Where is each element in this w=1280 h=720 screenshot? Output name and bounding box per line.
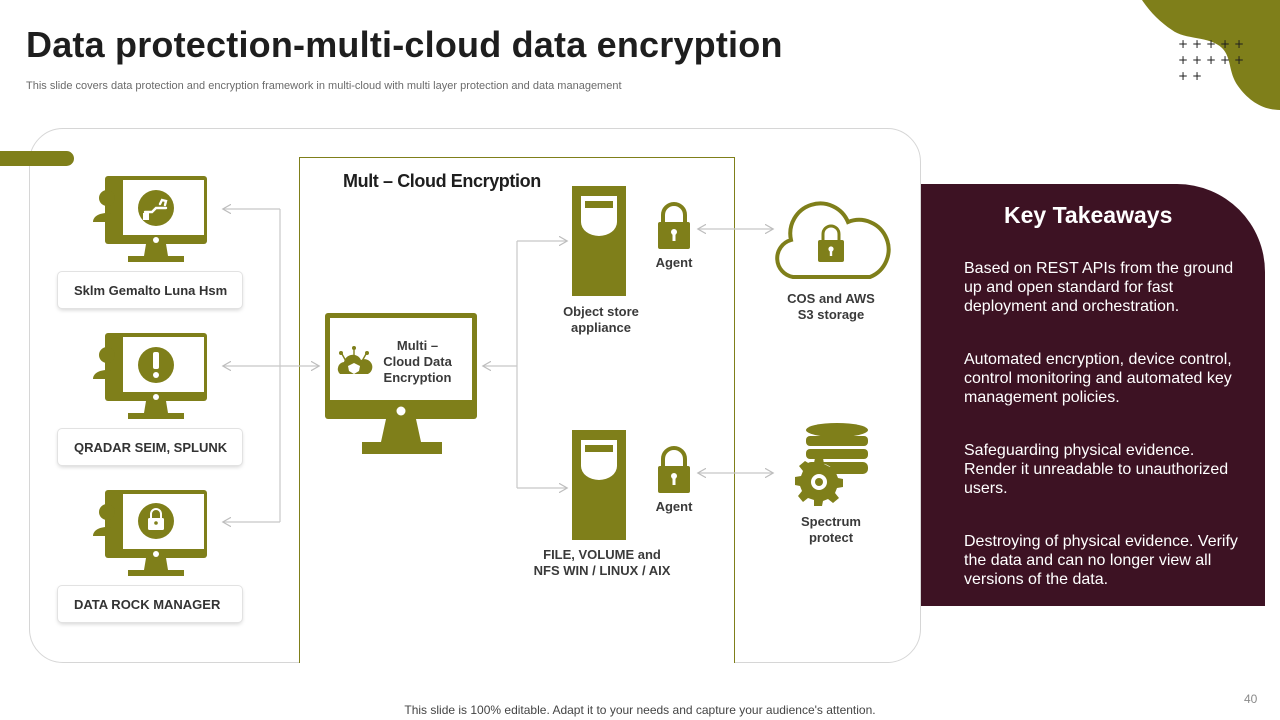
corner-decoration: + + + + + + + + + + + + xyxy=(1142,0,1280,110)
caption-line: NFS WIN / LINUX / AIX xyxy=(533,563,671,578)
appliance-connectors xyxy=(484,229,772,488)
client-label-siem: QRADAR SEIM, SPLUNK xyxy=(58,429,242,465)
caption-line: Object store xyxy=(563,304,639,319)
lock-icon xyxy=(138,503,174,539)
svg-text:+: + xyxy=(1178,37,1188,51)
agent-padlock-icon xyxy=(658,202,690,249)
agent-label: Agent xyxy=(655,499,693,514)
cos-aws-caption: COS and AWS S3 storage xyxy=(771,291,891,323)
multi-cloud-label: Multi – Cloud Data Encryption xyxy=(370,338,465,386)
caption-line: Spectrum xyxy=(801,514,861,529)
footer-note: This slide is 100% editable. Adapt it to… xyxy=(404,703,876,717)
object-store-server-icon xyxy=(572,186,626,296)
svg-text:+: + xyxy=(1234,53,1244,67)
agent-label: Agent xyxy=(655,255,693,270)
agent-padlock-icon xyxy=(658,446,690,493)
client-monitor-3 xyxy=(93,490,207,576)
hand-key-icon xyxy=(138,190,174,226)
svg-text:+: + xyxy=(1192,53,1202,67)
svg-text:+: + xyxy=(1220,53,1230,67)
slide-title: Data protection-multi-cloud data encrypt… xyxy=(26,24,783,65)
svg-text:+: + xyxy=(1192,69,1202,83)
object-store-caption: Object store appliance xyxy=(541,304,661,336)
takeaway-item: Automated encryption, device control, co… xyxy=(964,351,1232,406)
svg-text:+: + xyxy=(1206,37,1216,51)
svg-text:+: + xyxy=(1178,53,1188,67)
multi-cloud-label-line: Cloud Data xyxy=(383,354,452,369)
user-icon xyxy=(93,347,121,379)
file-volume-server-icon xyxy=(572,430,626,540)
file-volume-caption: FILE, VOLUME and NFS WIN / LINUX / AIX xyxy=(512,547,692,579)
client-label-hsm: Sklm Gemalto Luna Hsm xyxy=(58,272,242,308)
client-monitor-2 xyxy=(93,333,207,419)
page-number: 40 xyxy=(1244,692,1258,706)
multi-cloud-monitor xyxy=(325,313,477,454)
svg-text:+: + xyxy=(1192,37,1202,51)
multi-cloud-label-line: Multi – xyxy=(396,338,439,353)
multi-cloud-label-line: Encryption xyxy=(383,370,452,385)
key-takeaways-title: Key Takeaways xyxy=(1004,202,1173,228)
takeaway-item: Destroying of physical evidence. Verify … xyxy=(964,533,1238,588)
plus-pattern: + + + + + + + + + + + + xyxy=(1178,37,1244,83)
client-label-data-rock: DATA ROCK MANAGER xyxy=(58,586,242,622)
cloud-lock-icon xyxy=(775,201,891,279)
cloud-shield-icon xyxy=(337,346,373,374)
database-gear-icon xyxy=(795,423,868,506)
svg-text:+: + xyxy=(1206,53,1216,67)
spectrum-caption: Spectrum protect xyxy=(771,514,891,546)
caption-line: protect xyxy=(808,530,854,545)
caption-line: COS and AWS xyxy=(787,291,875,306)
exclamation-icon xyxy=(138,347,174,383)
takeaway-item: Safeguarding physical evidence. Render i… xyxy=(964,442,1229,497)
client-connectors xyxy=(224,209,318,522)
caption-line: FILE, VOLUME and xyxy=(543,547,661,562)
center-box-title: Mult – Cloud Encryption xyxy=(343,171,541,191)
svg-text:+: + xyxy=(1234,37,1244,51)
accent-bar xyxy=(0,151,74,166)
user-icon xyxy=(93,504,121,536)
client-monitor-1 xyxy=(93,176,207,262)
user-icon xyxy=(93,190,121,222)
svg-text:+: + xyxy=(1220,37,1230,51)
caption-line: appliance xyxy=(571,320,631,335)
key-takeaways-panel xyxy=(921,184,1265,606)
caption-line: S3 storage xyxy=(797,307,865,322)
slide-subtitle: This slide covers data protection and en… xyxy=(26,80,622,92)
takeaway-item: Based on REST APIs from the ground up an… xyxy=(964,260,1234,315)
svg-text:+: + xyxy=(1178,69,1188,83)
